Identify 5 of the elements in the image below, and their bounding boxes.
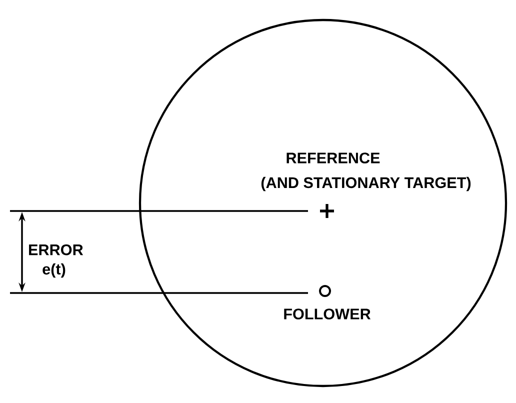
label: FOLLOWER	[284, 308, 371, 320]
label: REFERENCE	[286, 152, 380, 164]
label: ERROR e(t)	[29, 244, 84, 278]
circle-outline	[138, 18, 508, 388]
label: (AND STATIONARY TARGET)	[261, 176, 471, 192]
